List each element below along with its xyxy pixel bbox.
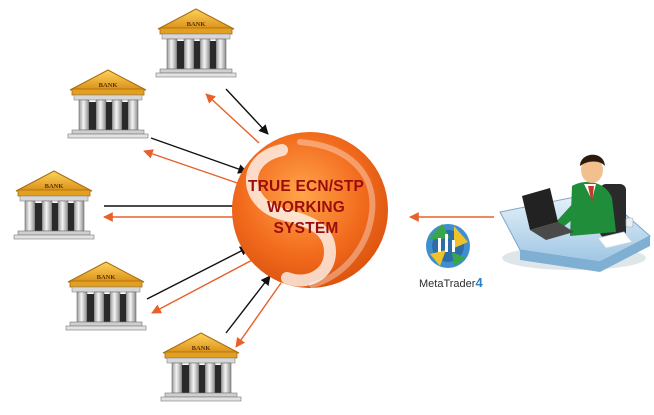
- trader-icon: [499, 154, 651, 272]
- arrow-bank4-to-hub: [146, 246, 250, 300]
- hub-title-line: WORKING: [266, 199, 346, 216]
- bank-icon: BANK: [67, 69, 149, 139]
- arrow-hub-to-bank4: [151, 257, 257, 314]
- arrow-bank2-to-hub: [150, 137, 248, 174]
- bank-icon: BANK: [65, 261, 147, 331]
- arrow-bank1-to-hub: [225, 88, 269, 135]
- bank-label: BANK: [97, 274, 116, 281]
- bank-label: BANK: [187, 21, 206, 28]
- hub-title: TRUE ECN/STP WORKING SYSTEM: [246, 176, 366, 239]
- hub-title-line: SYSTEM: [273, 220, 339, 237]
- arrow-hub-to-bank2: [143, 149, 247, 187]
- bank-icon: BANK: [13, 170, 95, 240]
- metatrader-logo-icon: [426, 224, 470, 268]
- bank-label: BANK: [45, 183, 64, 190]
- metatrader-version: 4: [475, 275, 483, 290]
- bank-label: BANK: [192, 345, 211, 352]
- metatrader-name: MetaTrader: [419, 278, 476, 290]
- hub-title-line: TRUE ECN/STP: [247, 178, 365, 195]
- bank-icon: BANK: [160, 332, 242, 402]
- bank-label: BANK: [99, 82, 118, 89]
- ecn-hub-icon: [232, 132, 388, 288]
- arrow-hub-to-bank5: [235, 282, 282, 348]
- bank-icon: BANK: [155, 8, 237, 78]
- arrow-bank5-to-hub: [225, 275, 271, 334]
- arrows: [103, 88, 494, 348]
- arrow-hub-to-bank1: [205, 93, 260, 144]
- metatrader-label: MetaTrader4: [419, 275, 483, 290]
